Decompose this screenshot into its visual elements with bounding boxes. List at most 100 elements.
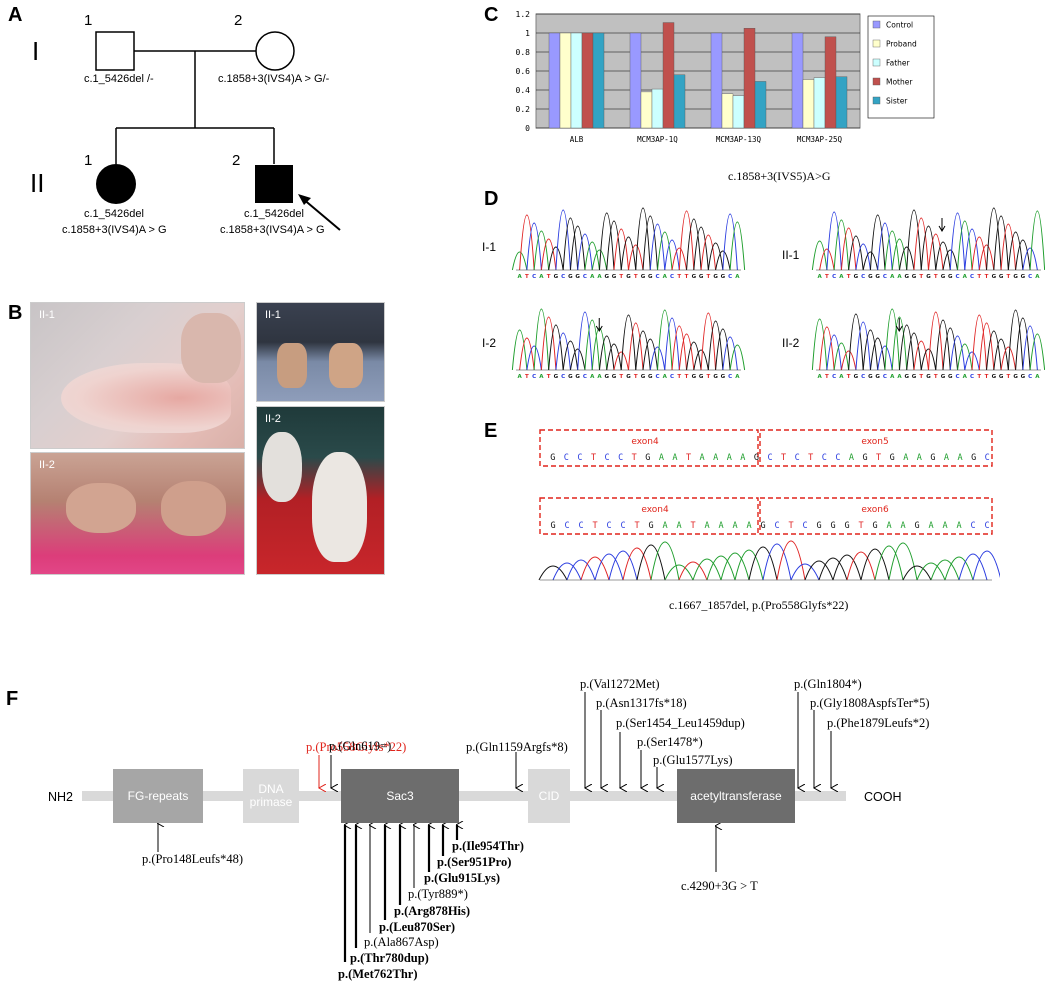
base-call: A [942,521,947,531]
base-call: G [992,274,997,280]
foot-left-shape [277,343,307,388]
base-call: C [832,374,836,380]
trace-peak [722,213,738,271]
base-call: G [1021,274,1026,280]
mutation-label: p.(Ser1478*) [637,735,703,749]
mutation-label: p.(Ser951Pro) [437,855,512,869]
trace-peak [606,343,622,371]
bar-control [629,32,642,129]
trace-peak [729,221,746,271]
base-call: G [816,521,821,531]
trace-peak [906,332,922,371]
trace-peak [693,226,709,271]
trace-peak [678,210,695,271]
trace-peak [569,225,586,271]
bar-sister [592,32,605,129]
x-tick-label: MCM3AP-1Q [637,135,678,144]
trace-peak [964,351,980,371]
base-call: G [912,274,917,280]
base-call: T [690,521,695,531]
base-call: T [934,374,938,380]
trace-peak [569,348,586,371]
base-call: A [890,274,895,280]
base-call: C [656,374,660,380]
individual-number-i1: 1 [84,12,93,29]
exon4-box-bottom [539,497,759,535]
y-tick-label: 0.6 [516,67,531,76]
base-call: A [849,453,854,463]
variant-arrowhead [595,325,603,332]
trace-peak [804,560,834,581]
legend-label: Proband [886,40,917,49]
individual-number-ii1: 1 [84,152,93,169]
photo-label: II-1 [39,309,55,321]
pedigree-male-i1 [95,31,135,71]
trace-peak [790,563,820,581]
trace-peak [715,328,731,371]
trace-peak [580,556,610,581]
protein-backbone [82,791,846,801]
foot-right-shape [329,343,363,388]
trace-peak [636,544,666,581]
base-call: A [928,521,933,531]
trace-peak [1015,317,1031,371]
exon4-box-top [539,429,759,467]
trace-peak [649,346,666,371]
trace-peak [971,236,988,271]
base-call: G [575,374,580,380]
base-call: T [847,274,851,280]
base-call: G [830,521,835,531]
mutation-label: p.(Ser1454_Leu1459dup) [616,716,745,730]
trace-peak [1000,346,1017,371]
base-call: G [890,453,895,463]
base-call: A [740,453,745,463]
trace-peak [986,207,1002,271]
trace-peak [986,330,1002,371]
base-call: A [903,453,908,463]
exon4-label: exon4 [631,437,659,447]
photo-foot-ii1: II-1 [30,302,245,449]
base-call: C [578,521,583,531]
base-call: A [663,274,668,280]
trace-peak [555,332,571,371]
trace-peak [913,217,929,271]
legend-swatch [872,39,881,48]
trace-peak [729,344,746,371]
domain-label: primase [249,795,293,809]
base-call: A [886,521,891,531]
base-call: G [604,374,609,380]
mutation-label-reported: p.(Pro558Glyfs*22) [306,740,407,754]
trace-peak [898,246,915,271]
base-call: T [706,374,710,380]
base-call: G [926,374,931,380]
base-call: C [956,374,960,380]
base-call: T [706,274,710,280]
base-call: C [532,374,536,380]
trace-peak [577,233,593,271]
base-call: C [1028,374,1032,380]
base-call: T [977,274,981,280]
trace-peak [707,320,724,371]
trace-peak [686,341,702,371]
base-call: A [957,453,962,463]
trace-peak [635,207,651,271]
base-call: G [550,453,555,463]
base-call: G [868,274,873,280]
base-call: A [732,521,737,531]
base-call: T [686,453,691,463]
base-call: C [822,453,827,463]
trace-peak [715,250,731,271]
legend-label: Control [886,21,913,30]
trace-peak [584,241,600,271]
trace-peak [840,227,857,271]
trace-peak [818,557,848,581]
base-call: G [904,374,909,380]
x-tick-label: MCM3AP-13Q [716,135,762,144]
bar-father [813,77,826,129]
bar-proband [640,91,653,129]
base-call: T [847,374,851,380]
trace-peak [811,318,828,371]
trace-peak [526,345,542,371]
base-call: T [619,274,623,280]
